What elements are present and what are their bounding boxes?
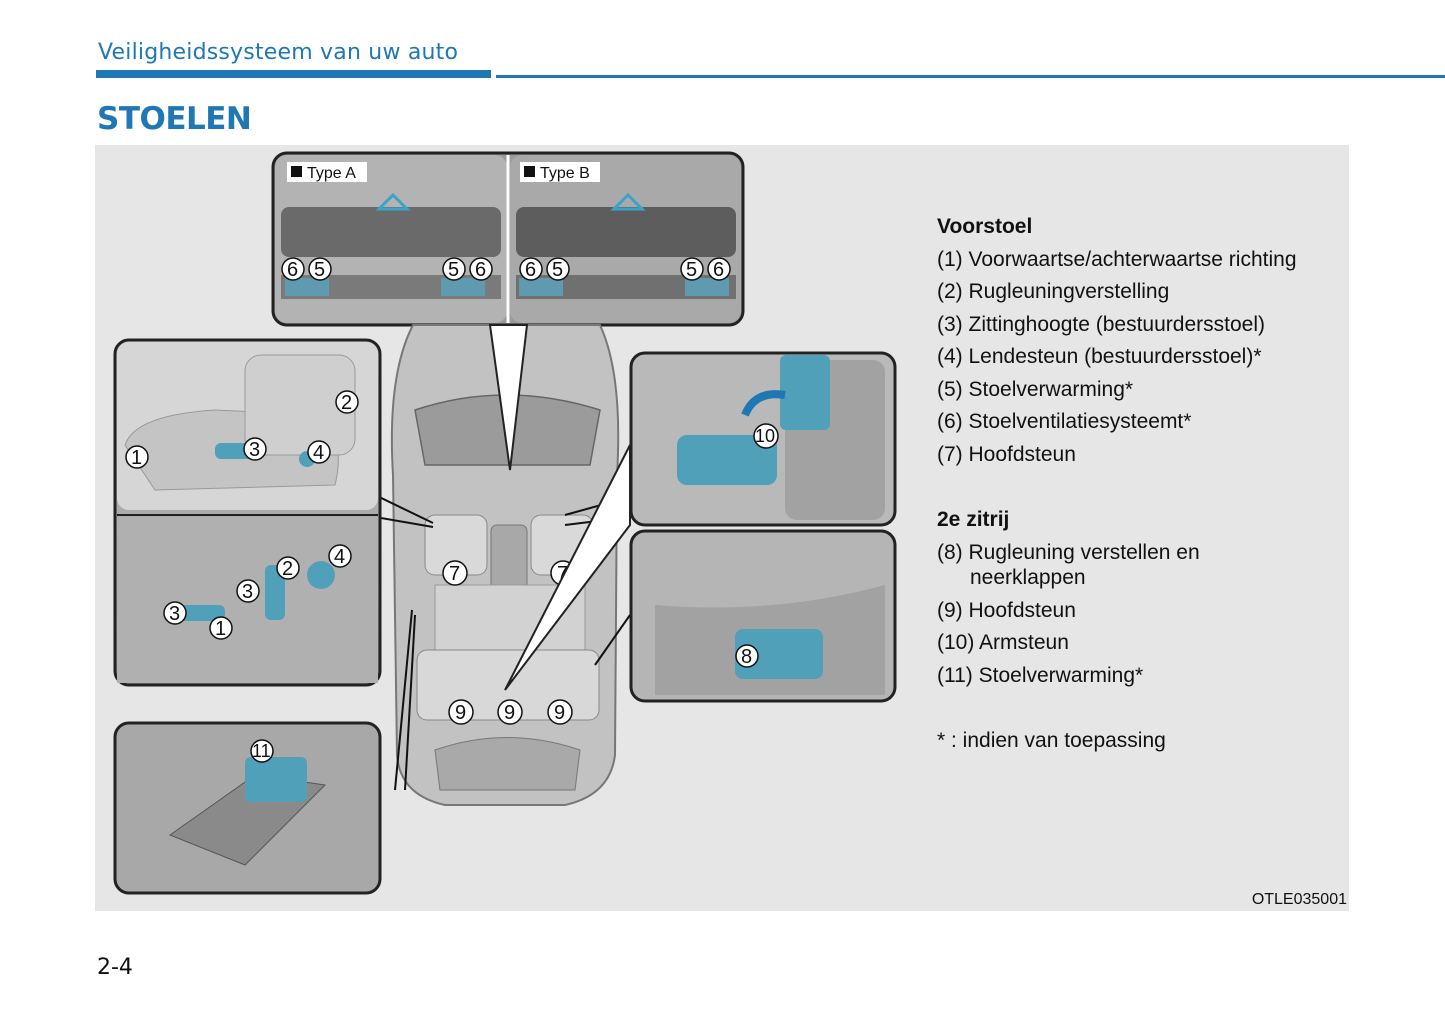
callout-5: 5 <box>686 259 697 281</box>
legend-item: (1) Voorwaartse/achterwaartse richting <box>937 247 1297 271</box>
seat-side-inset: 1 2 3 4 1 2 3 3 4 <box>113 338 382 687</box>
figure-panel: Type A Type B 6 5 5 6 6 5 5 6 <box>95 145 1349 911</box>
callout-3: 3 <box>169 603 180 625</box>
callout-2: 2 <box>282 558 293 580</box>
callout-3: 3 <box>242 581 253 603</box>
legend-item: (6) Stoelventilatiesysteemt* <box>937 410 1192 433</box>
callout-11: 11 <box>252 741 271 761</box>
type-b-label: Type B <box>540 165 590 182</box>
callout-7: 7 <box>557 563 568 585</box>
header-rule-thick <box>96 70 491 78</box>
callout-6: 6 <box>475 259 486 281</box>
legend-item: (9) Hoofdsteun <box>937 598 1076 622</box>
legend-item: (5) Stoelverwarming* <box>937 377 1134 401</box>
callout-1: 1 <box>131 447 142 469</box>
armrest-inset: 10 <box>629 351 897 527</box>
legend-item: (10) Armsteun <box>937 631 1069 654</box>
door-switch-inset: 11 <box>113 721 382 895</box>
callout-8: 8 <box>741 646 752 668</box>
callout-9: 9 <box>554 702 565 724</box>
callout-6: 6 <box>525 259 536 281</box>
legend-heading-second-row: 2e zitrij <box>937 508 1010 531</box>
legend-item: (2) Rugleuningverstelling <box>937 280 1170 303</box>
callout-9: 9 <box>504 702 515 724</box>
dashboard-inset: Type A Type B 6 5 5 6 6 5 5 6 <box>271 151 745 327</box>
image-code: OTLE035001 <box>1251 891 1347 908</box>
callout-3: 3 <box>249 439 260 461</box>
callout-1: 1 <box>215 618 226 640</box>
legend-item: (11) Stoelverwarming* <box>937 663 1144 687</box>
callout-4: 4 <box>334 546 345 568</box>
legend-item: (7) Hoofdsteun <box>937 442 1076 466</box>
callout-6: 6 <box>287 259 298 281</box>
callout-5: 5 <box>314 259 325 281</box>
callout-2: 2 <box>341 392 352 414</box>
legend-item: (4) Lendesteun (bestuurdersstoel)* <box>937 345 1262 368</box>
legend-item: (8) Rugleuning verstellen en <box>937 540 1200 564</box>
callout-9: 9 <box>455 702 466 724</box>
legend-heading-front: Voorstoel <box>937 215 1033 238</box>
seats-illustration: Type A Type B 6 5 5 6 6 5 5 6 <box>113 151 897 895</box>
legend-item-continued: neerklappen <box>970 566 1086 589</box>
callout-4: 4 <box>313 442 324 464</box>
callout-5: 5 <box>448 259 459 281</box>
legend: Voorstoel (1) Voorwaartse/achterwaartse … <box>937 211 1337 758</box>
car-top-view: 7 7 9 9 9 <box>374 324 631 806</box>
legend-footnote: * : indien van toepassing <box>937 729 1166 752</box>
header-rule-thin <box>496 75 1445 78</box>
chapter-title: Veiligheidssysteem van uw auto <box>98 40 459 65</box>
callout-7: 7 <box>449 563 460 585</box>
page-number: 2-4 <box>97 955 133 980</box>
type-a-label: Type A <box>307 165 356 182</box>
callout-6: 6 <box>713 259 724 281</box>
callout-5: 5 <box>552 259 563 281</box>
callout-10: 10 <box>755 426 775 446</box>
section-title: STOELEN <box>97 101 252 137</box>
legend-item: (3) Zittinghoogte (bestuurdersstoel) <box>937 312 1265 336</box>
seatback-lever-inset: 8 <box>629 529 897 703</box>
